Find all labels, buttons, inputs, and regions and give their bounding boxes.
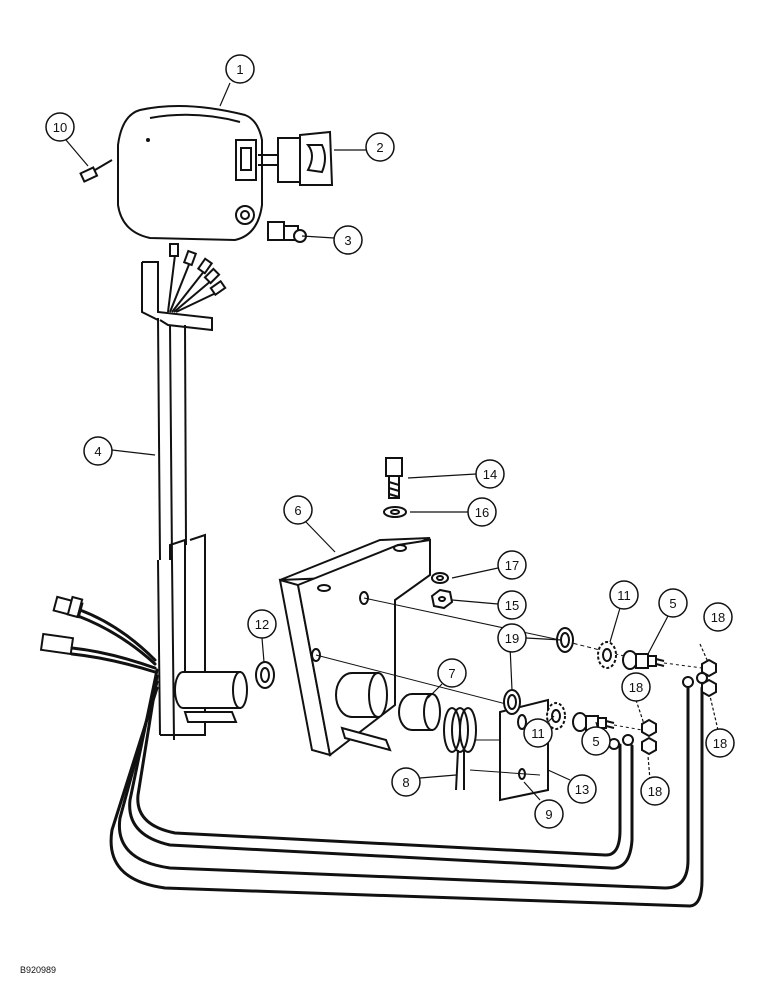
callout-8: 8 [391,767,421,797]
callout-2-label: 2 [376,140,383,155]
callout-11-upper: 11 [609,580,639,610]
callout-13: 13 [567,774,597,804]
spring-plate [469,698,549,802]
callout-9-label: 9 [545,807,552,822]
callout-18-a: 18 [703,602,733,632]
bolt [385,457,403,499]
washer [383,506,407,518]
limit-switch-upper [622,650,665,670]
washer-12 [255,661,275,689]
callout-17: 17 [497,550,527,580]
callout-15: 15 [497,590,527,620]
callout-11-lower-label: 11 [531,726,545,741]
washer-19-lower [503,689,521,715]
callout-2: 2 [365,132,395,162]
callout-18-c: 18 [705,728,735,758]
callout-9: 9 [534,799,564,829]
callout-18-d: 18 [640,776,670,806]
callout-11-upper-label: 11 [617,588,631,603]
callout-7-label: 7 [448,666,455,681]
bushing [398,693,441,731]
callout-18-d-label: 18 [648,784,662,799]
push-switch [267,221,307,243]
callout-18-a-label: 18 [711,610,725,625]
terminals-and-nuts [608,658,717,756]
callout-12-label: 12 [255,617,269,632]
callout-19-label: 19 [505,631,519,646]
screw [79,159,113,183]
callout-16-label: 16 [475,505,489,520]
callout-11-lower: 11 [523,718,553,748]
callout-5-upper-label: 5 [669,596,676,611]
callout-10: 10 [45,112,75,142]
lever-bracket [141,243,248,741]
harness-connectors [39,595,157,674]
callout-6-label: 6 [294,503,301,518]
callout-5-upper: 5 [658,588,688,618]
callout-18-b-label: 18 [629,680,643,695]
callout-18-c-label: 18 [713,736,727,751]
wiring-loops [109,668,704,908]
star-washer-lower [546,702,566,730]
mounting-plate [278,537,641,757]
callout-5-lower: 5 [581,726,611,756]
callout-12: 12 [247,609,277,639]
nut [430,588,454,610]
wire-bundle [167,243,227,313]
callout-14: 14 [475,459,505,489]
callout-15-label: 15 [505,598,519,613]
figure-code: B920989 [20,965,56,975]
callout-1: 1 [225,54,255,84]
torsion-spring [443,707,477,791]
callout-8-label: 8 [402,775,409,790]
callout-3-label: 3 [344,233,351,248]
callout-7: 7 [437,658,467,688]
lock-washer [431,572,449,584]
callout-18-b: 18 [621,672,651,702]
callout-4: 4 [83,436,113,466]
callout-6: 6 [283,495,313,525]
pivot-pin [335,672,392,752]
callout-16: 16 [467,497,497,527]
callout-17-label: 17 [505,558,519,573]
callout-5-lower-label: 5 [592,734,599,749]
callout-3: 3 [333,225,363,255]
rocker-switch [258,130,334,186]
callout-1-label: 1 [236,62,243,77]
switch-housing [117,105,263,242]
callout-13-label: 13 [575,782,589,797]
callout-10-label: 10 [53,120,67,135]
callout-14-label: 14 [483,467,497,482]
leader-lines [65,82,719,801]
callout-4-label: 4 [94,444,101,459]
callout-19: 19 [497,623,527,653]
star-washer-upper [597,641,617,669]
